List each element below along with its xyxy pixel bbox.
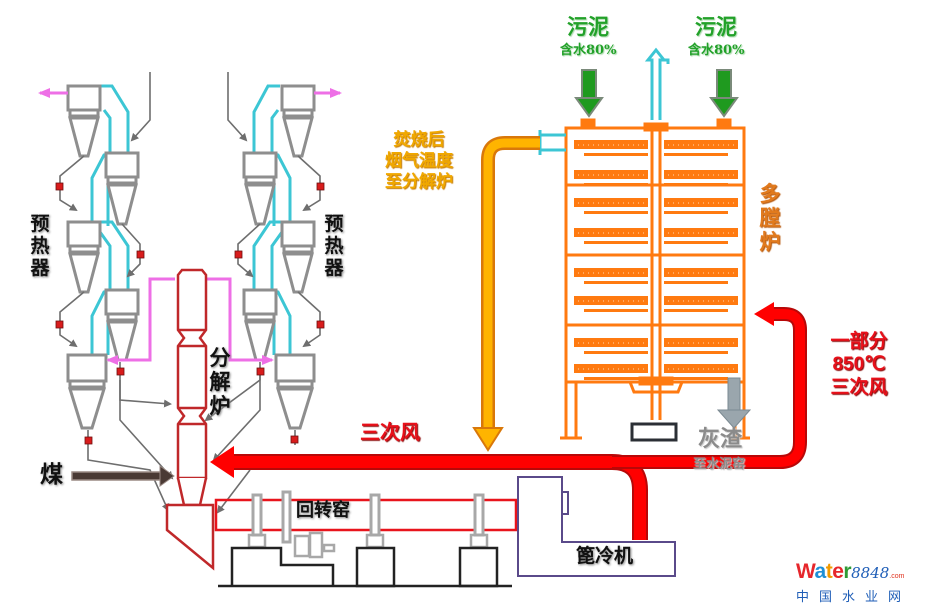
left-preheater-label: 预热器 — [30, 213, 50, 279]
right-cyclone-1 — [280, 84, 316, 158]
flue-gas-note: 焚烧后 烟气温度 至分解炉 — [364, 132, 474, 191]
coal-label: 煤 — [40, 461, 63, 488]
right-cyclones — [242, 84, 316, 430]
kiln-foundations — [218, 546, 512, 588]
partial-air-note-line-1: 一部分 — [830, 330, 888, 352]
partial-air-note: 一部分 850℃ 三次风 — [814, 332, 904, 397]
watermark-brand-letter: t — [825, 560, 833, 583]
left-flap-valves — [55, 182, 145, 445]
hearth-arm — [584, 351, 648, 354]
hearth-tray — [574, 296, 648, 305]
coal-feed-arrow — [71, 465, 175, 487]
hearth-arm — [664, 377, 728, 380]
hearth-arm — [664, 351, 728, 354]
watermark-brand-letter: W — [796, 560, 815, 583]
hearth-tray — [574, 364, 648, 373]
hearth-arm — [584, 377, 648, 380]
tertiary-air-label: 三次风 — [360, 420, 420, 444]
sludge-feed-arrows — [574, 69, 739, 118]
hearth-arm — [664, 153, 728, 156]
hearth-arm — [584, 183, 648, 186]
flue-gas-note-line-2: 烟气温度 — [385, 151, 453, 171]
hearth-tray — [574, 198, 648, 207]
left-cyclone-1 — [66, 84, 102, 158]
calciner — [165, 268, 215, 571]
hearth-tray — [664, 364, 738, 373]
hearth-tray — [664, 228, 738, 237]
right-cyclone-3 — [280, 220, 316, 294]
flue-gas-note-line-1: 焚烧后 — [393, 130, 445, 150]
multi-hearth-furnace — [560, 118, 750, 440]
hearth-tray — [664, 140, 738, 149]
furnace-exhaust-stack — [644, 47, 670, 120]
sludge-right-moisture: 含水80% — [688, 43, 745, 58]
watermark-brand: Water — [796, 560, 852, 583]
hearth-tray — [574, 170, 648, 179]
right-preheater-label: 预热器 — [324, 213, 344, 279]
watermark-brand-letter: e — [832, 560, 844, 583]
hearth-tray — [664, 198, 738, 207]
hearth-tray — [574, 268, 648, 277]
sludge-left-label: 污泥 — [567, 14, 609, 39]
rotary-kiln-label: 回转窑 — [296, 500, 350, 521]
ash-label: 灰渣 — [698, 426, 743, 452]
calciner-label: 分解炉 — [209, 345, 231, 419]
left-cyclone-5 — [66, 353, 108, 430]
calciner-gas-lines — [106, 277, 274, 365]
watermark-suffix: .com — [889, 573, 905, 580]
right-cyclone-5 — [274, 353, 316, 430]
sludge-left-moisture: 含水80% — [560, 43, 617, 58]
sludge-arrow-right — [709, 69, 739, 118]
hearth-arm — [584, 281, 648, 284]
left-cyclones — [66, 84, 140, 430]
hearth-tray — [574, 140, 648, 149]
sludge-right-label: 污泥 — [695, 14, 737, 39]
hearth-arm — [584, 309, 648, 312]
right-cyclone-4 — [242, 288, 278, 362]
ash-destination-label: 至水泥窑 — [693, 457, 746, 472]
watermark-chinese: 中国水业网 — [796, 590, 912, 605]
watermark-brand-letter: r — [843, 560, 852, 583]
hearth-tray — [664, 268, 738, 277]
flue-gas-duct — [472, 130, 566, 452]
grate-cooler-label: 篦冷机 — [576, 545, 634, 567]
left-cyclone-3 — [66, 220, 102, 294]
hearth-arm — [584, 211, 648, 214]
watermark-number: 8848 — [851, 564, 890, 582]
left-cyclone-4 — [104, 288, 140, 362]
hearth-tray — [574, 338, 648, 347]
multi-hearth-furnace-label: 多膛炉 — [759, 181, 781, 255]
hearth-tray — [574, 228, 648, 237]
hearth-arm — [584, 153, 648, 156]
sludge-arrow-left — [574, 69, 604, 118]
hearth-tray — [664, 296, 738, 305]
right-cyclone-2 — [242, 151, 278, 226]
flue-gas-note-line-3: 至分解炉 — [385, 172, 453, 192]
partial-air-note-line-3: 三次风 — [830, 376, 888, 398]
watermark-logo: Water8848.com 中国水业网 — [796, 560, 911, 605]
hearth-arm — [664, 281, 728, 284]
ash-discharge-arrow — [716, 377, 752, 429]
hearth-arm — [664, 241, 728, 244]
left-preheater — [38, 72, 174, 512]
watermark-brand-letter: a — [814, 560, 827, 583]
partial-air-note-line-2: 850℃ — [832, 354, 886, 375]
tertiary-air-duct — [210, 302, 807, 540]
right-flap-valves — [234, 182, 325, 444]
furnace-drive-base — [630, 422, 678, 442]
furnace-hearths — [574, 140, 738, 380]
hearth-arm — [584, 241, 648, 244]
hearth-tray — [664, 170, 738, 179]
grate-cooler — [517, 476, 676, 577]
right-preheater — [204, 72, 342, 514]
hearth-arm — [664, 211, 728, 214]
rotary-kiln — [214, 490, 518, 588]
hearth-tray — [664, 338, 738, 347]
left-cyclone-2 — [104, 151, 140, 226]
hearth-arm — [664, 309, 728, 312]
hearth-arm — [664, 183, 728, 186]
